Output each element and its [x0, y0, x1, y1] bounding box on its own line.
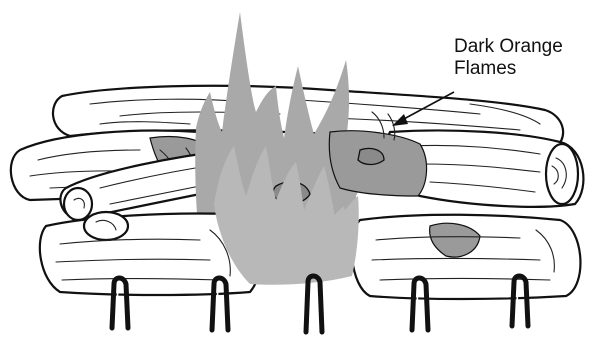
callout-label: Dark Orange Flames	[454, 36, 563, 80]
front-right-log	[352, 215, 581, 299]
callout-line-2: Flames	[454, 58, 563, 80]
callout-line-1: Dark Orange	[454, 36, 563, 58]
